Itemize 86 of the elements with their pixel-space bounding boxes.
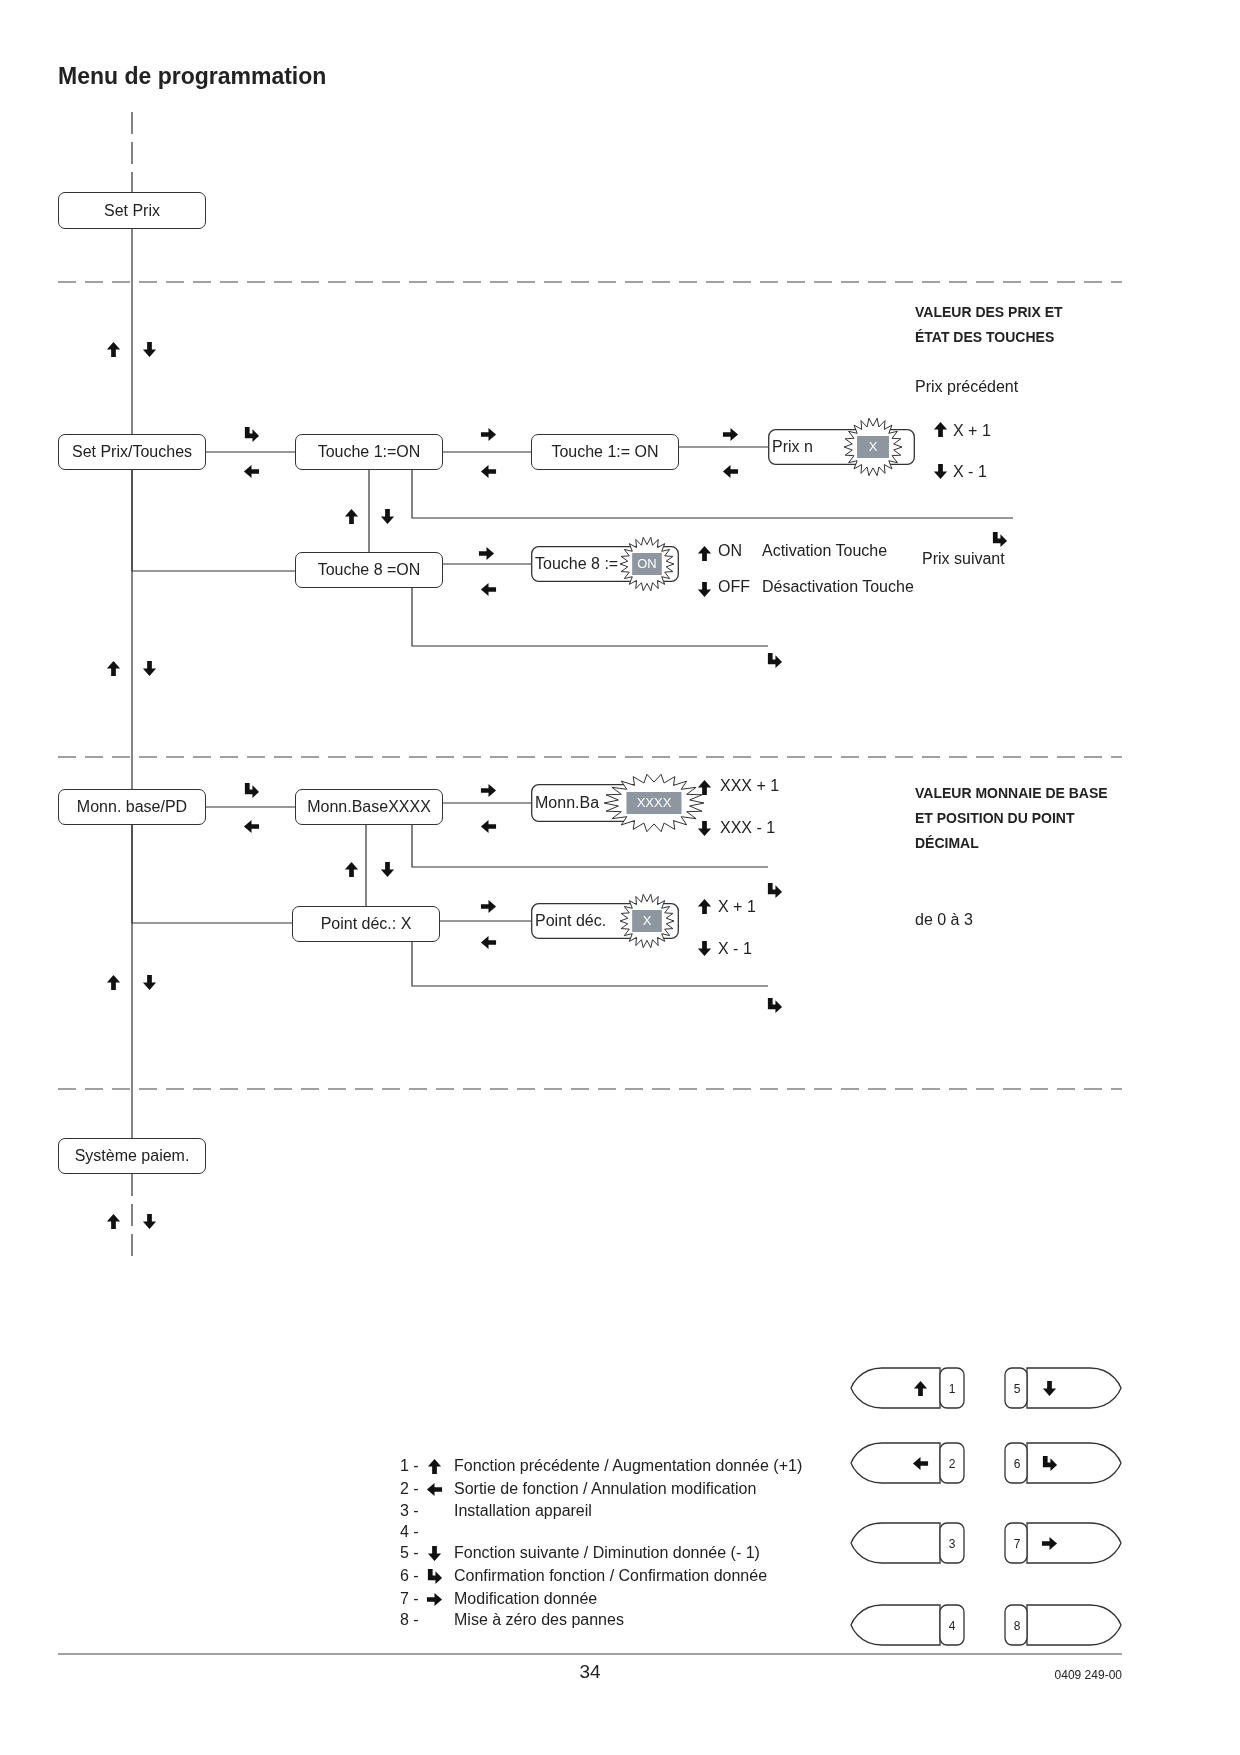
value-label: X — [641, 912, 653, 930]
menu-box: Set Prix — [58, 192, 206, 229]
key-description: Fonction suivante / Diminution donnée (- 1) — [454, 1543, 760, 1563]
section-heading: VALEUR MONNAIE DE BASE ET POSITION DU POINT DÉCIMAL — [915, 784, 1109, 853]
menu-box — [531, 774, 704, 832]
key-number: 2 - — [400, 1479, 419, 1499]
key-description: Confirmation fonction / Confirmation donnée — [454, 1566, 768, 1586]
keypad-button — [1004, 1522, 1122, 1564]
key-number: 3 — [947, 1536, 957, 1553]
connector-line — [131, 824, 133, 1139]
connector-line — [678, 446, 769, 448]
key-number: 3 - — [400, 1501, 419, 1521]
reference-code: 0409 249-00 — [1053, 1667, 1122, 1684]
connector-line — [442, 563, 532, 565]
key-number: 1 - — [400, 1456, 419, 1476]
key-number: 4 — [947, 1618, 957, 1635]
connector-line — [131, 111, 133, 193]
key-number: 6 — [1012, 1456, 1022, 1473]
key-description: Modification donnée — [454, 1589, 598, 1609]
value-note: XXX + 1 — [720, 776, 780, 796]
keypad-button — [850, 1522, 965, 1564]
key-number: 7 - — [400, 1589, 419, 1609]
menu-label: Prix n — [772, 437, 813, 457]
keypad-button — [850, 1367, 965, 1409]
key-number: 2 — [947, 1456, 957, 1473]
connector-line — [205, 451, 296, 453]
menu-box: Touche 1:= ON — [531, 434, 679, 470]
value-note: Prix précédent — [915, 377, 1019, 397]
keypad-button — [850, 1604, 965, 1646]
menu-box: Set Prix/Touches — [58, 434, 206, 470]
value-note: X - 1 — [718, 939, 752, 959]
connector-line — [411, 469, 1014, 519]
connector-line — [368, 469, 370, 553]
menu-label: Point déc. — [535, 911, 607, 931]
connector-line — [365, 824, 367, 907]
value-note: OFF — [718, 577, 750, 597]
connector-line — [442, 802, 532, 804]
keypad-button — [1004, 1604, 1122, 1646]
section-heading: VALEUR DES PRIX ET ÉTAT DES TOUCHES — [915, 303, 1064, 347]
key-number: 5 — [1012, 1381, 1022, 1398]
menu-box: Touche 8 =ON — [295, 552, 443, 588]
connector-line — [131, 228, 133, 435]
key-number: 6 - — [400, 1566, 419, 1586]
keypad-button — [1004, 1442, 1122, 1484]
keypad-button — [850, 1442, 965, 1484]
menu-box: Monn.BaseXXXX — [295, 789, 443, 825]
menu-box — [531, 894, 679, 948]
menu-box: Monn. base/PD — [58, 789, 206, 825]
key-description: Sortie de fonction / Annulation modification — [454, 1479, 757, 1499]
value-note: ON — [718, 541, 742, 561]
menu-box — [768, 418, 915, 476]
value-note: Prix suivant — [922, 549, 1005, 569]
value-label: ON — [636, 555, 658, 573]
connector-line — [411, 824, 769, 868]
connector-line — [131, 469, 133, 790]
menu-box: Point déc.: X — [292, 906, 440, 942]
connector-line — [411, 941, 769, 987]
page-number: 34 — [578, 1662, 602, 1682]
connector-line — [411, 587, 769, 647]
keypad-button — [1004, 1367, 1122, 1409]
value-note: XXX - 1 — [720, 818, 776, 838]
key-description: Fonction précédente / Augmentation donnée (+1) — [454, 1456, 803, 1476]
menu-label: Monn.Ba — [535, 793, 600, 813]
menu-label: Touche 8 := — [535, 554, 619, 574]
menu-box: Touche 1:=ON — [295, 434, 443, 470]
value-label: X — [867, 438, 879, 456]
key-number: 7 — [1012, 1536, 1022, 1553]
value-note: X - 1 — [953, 462, 987, 482]
connector-line — [439, 920, 532, 922]
key-number: 5 - — [400, 1543, 419, 1563]
key-number: 8 - — [400, 1610, 419, 1630]
key-number: 4 - — [400, 1522, 419, 1542]
value-note: de 0 à 3 — [915, 910, 973, 930]
key-description: Installation appareil — [454, 1501, 592, 1521]
value-label: XXXX — [635, 794, 673, 812]
menu-box: Système paiem. — [58, 1138, 206, 1174]
key-number: 8 — [1012, 1618, 1022, 1635]
value-note: X + 1 — [718, 897, 756, 917]
value-note: Désactivation Touche — [762, 577, 914, 597]
value-note: X + 1 — [953, 421, 991, 441]
value-note: Activation Touche — [762, 541, 888, 561]
connector-line — [442, 451, 532, 453]
key-number: 1 — [947, 1381, 957, 1398]
connector-line — [205, 806, 296, 808]
menu-box — [531, 537, 679, 591]
key-description: Mise à zéro des pannes — [454, 1610, 624, 1630]
